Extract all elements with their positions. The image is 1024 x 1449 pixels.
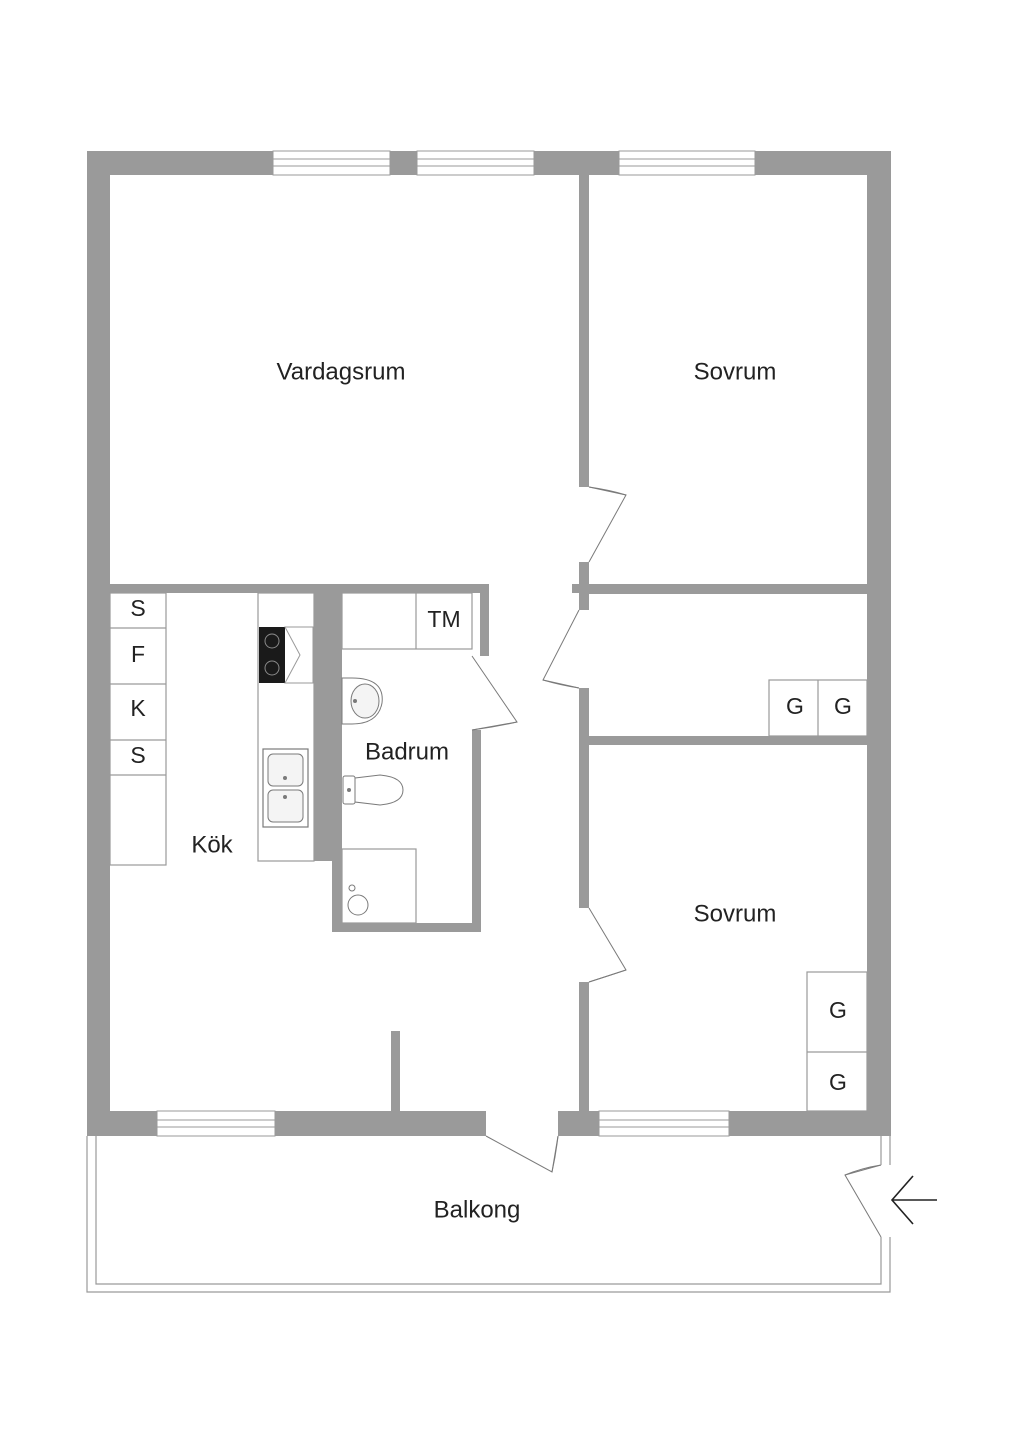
window	[598, 1110, 730, 1137]
fixture-labels: S F K S TM G G G G	[130, 595, 852, 1095]
doors	[471, 486, 882, 1238]
room-label-badrum: Badrum	[365, 738, 449, 765]
room-label-balkong: Balkong	[434, 1196, 521, 1223]
door-balkong	[485, 1135, 559, 1173]
bathroom-fixtures	[341, 592, 473, 924]
fixture-label-g3: G	[829, 997, 847, 1023]
fixture-label-s1: S	[130, 595, 145, 621]
kitchen-sink-icon	[262, 748, 309, 828]
door-sovrum-top	[588, 486, 627, 563]
room-label-kok: Kök	[191, 831, 233, 858]
room-label-vardagsrum: Vardagsrum	[277, 358, 406, 385]
fixture-label-k: K	[130, 695, 146, 721]
window	[618, 150, 756, 176]
windows	[156, 150, 756, 1137]
room-labels: Vardagsrum Sovrum Badrum Kök Sovrum Balk…	[191, 358, 776, 1223]
kitchen-cabinets	[109, 592, 167, 866]
door-sovrum-bottom	[588, 907, 627, 983]
balcony-door-opening	[486, 1111, 558, 1136]
shower-icon	[347, 884, 369, 916]
arrow-left-icon	[890, 1175, 937, 1225]
fixture-label-g1: G	[786, 693, 804, 719]
balcony-rail	[86, 1136, 891, 1293]
room-label-sovrum-bottom: Sovrum	[694, 900, 777, 927]
window	[416, 150, 535, 176]
window	[272, 150, 391, 176]
toilet-icon	[342, 774, 404, 806]
fixture-label-s2: S	[130, 742, 145, 768]
interior-walls	[110, 175, 867, 1111]
fixture-label-f: F	[131, 641, 145, 667]
outer-walls	[87, 151, 891, 1136]
washbasin-icon	[341, 677, 383, 725]
fixture-label-g2: G	[834, 693, 852, 719]
fixture-label-tm: TM	[427, 606, 460, 632]
door-entrance	[844, 1164, 882, 1238]
stove-icon	[259, 626, 314, 684]
room-label-sovrum-top: Sovrum	[694, 358, 777, 385]
window	[156, 1110, 276, 1137]
door-closet	[542, 609, 580, 689]
fixture-label-g4: G	[829, 1069, 847, 1095]
closets	[768, 679, 868, 1112]
door-badrum	[471, 655, 518, 731]
